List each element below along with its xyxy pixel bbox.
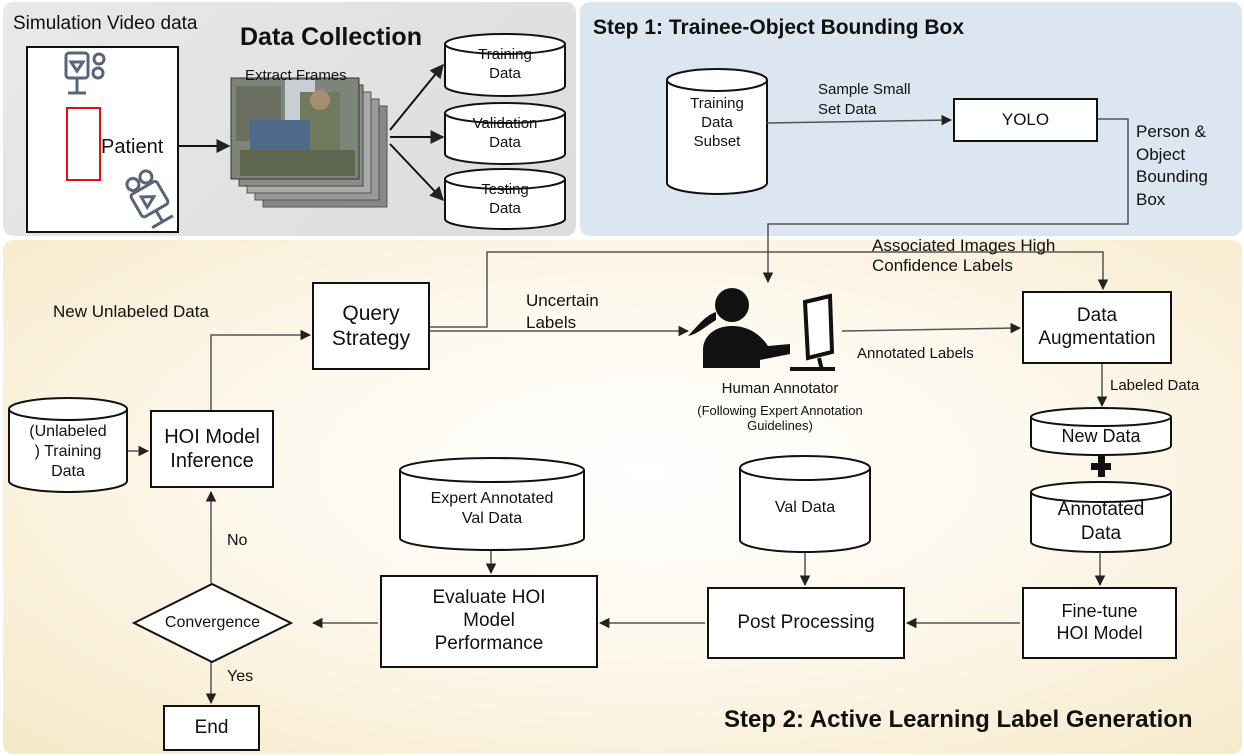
bounding-box-output-label: Person & Object Bounding Box	[1136, 122, 1208, 209]
camera-icon-2	[125, 169, 174, 229]
new-data-cylinder	[1030, 407, 1172, 456]
human-annotator-label: Human Annotator	[721, 380, 839, 397]
query-strategy-box: Query Strategy	[312, 282, 430, 370]
patient-bed	[66, 107, 101, 181]
annotated-data-cylinder	[1030, 481, 1172, 553]
unlabeled-training-cylinder	[8, 397, 128, 493]
training-subset-cylinder	[666, 68, 768, 195]
validation-data-label: Validation Data	[472, 115, 538, 151]
expert-val-cylinder	[399, 457, 585, 551]
convergence-label: Convergence	[164, 614, 261, 631]
val-data-label: Val Data	[774, 499, 836, 516]
camera-icon	[64, 51, 106, 95]
val-data-cylinder	[739, 455, 871, 553]
data-collection-title: Data Collection	[240, 23, 422, 51]
testing-data-cylinder	[444, 168, 566, 230]
sample-small-set-label: Sample Small Set Data	[818, 81, 911, 118]
step1-title: Step 1: Trainee-Object Bounding Box	[593, 16, 965, 39]
step2-title: Step 2: Active Learning Label Generation	[724, 706, 1193, 733]
room-frame	[26, 46, 179, 233]
associated-images-label: Associated Images High Confidence Labels	[872, 236, 1056, 276]
validation-data-cylinder	[444, 102, 566, 165]
yolo-box: YOLO	[953, 98, 1098, 142]
yes-label: Yes	[227, 668, 254, 685]
convergence-diamond	[131, 582, 294, 664]
new-unlabeled-data-label: New Unlabeled Data	[53, 302, 209, 321]
labeled-data-label: Labeled Data	[1110, 377, 1200, 394]
end-box: End	[163, 705, 260, 751]
extracted-frames-stack	[230, 77, 388, 208]
training-data-cylinder	[444, 33, 566, 97]
patient-label: Patient	[101, 136, 164, 158]
training-data-label: Training Data	[478, 46, 532, 82]
expert-val-data-label: Expert Annotated Val Data	[430, 490, 554, 527]
annotated-data-label: Annotated Data	[1057, 499, 1145, 544]
hoi-model-inference-box: HOI Model Inference	[150, 410, 274, 488]
plus-icon	[1091, 456, 1111, 477]
human-annotator-icon	[688, 288, 835, 371]
uncertain-labels-label: Uncertain Labels	[526, 291, 599, 333]
evaluate-model-box: Evaluate HOI Model Performance	[380, 575, 598, 668]
new-data-label: New Data	[1061, 426, 1141, 446]
post-processing-box: Post Processing	[707, 587, 905, 659]
training-subset-label: Training Data Subset	[690, 95, 744, 150]
extract-frames-label: Extract Frames	[245, 67, 347, 84]
fine-tune-box: Fine-tune HOI Model	[1022, 587, 1177, 659]
data-augmentation-box: Data Augmentation	[1022, 291, 1172, 364]
annotation-guidelines-label: (Following Expert Annotation Guidelines)	[697, 403, 863, 433]
unlabeled-training-data-label: (Unlabeled ) Training Data	[29, 423, 107, 480]
simulation-video-label: Simulation Video data	[13, 13, 198, 34]
testing-data-label: Testing Data	[481, 181, 529, 217]
no-label: No	[227, 532, 248, 549]
annotated-labels-label: Annotated Labels	[857, 345, 974, 362]
